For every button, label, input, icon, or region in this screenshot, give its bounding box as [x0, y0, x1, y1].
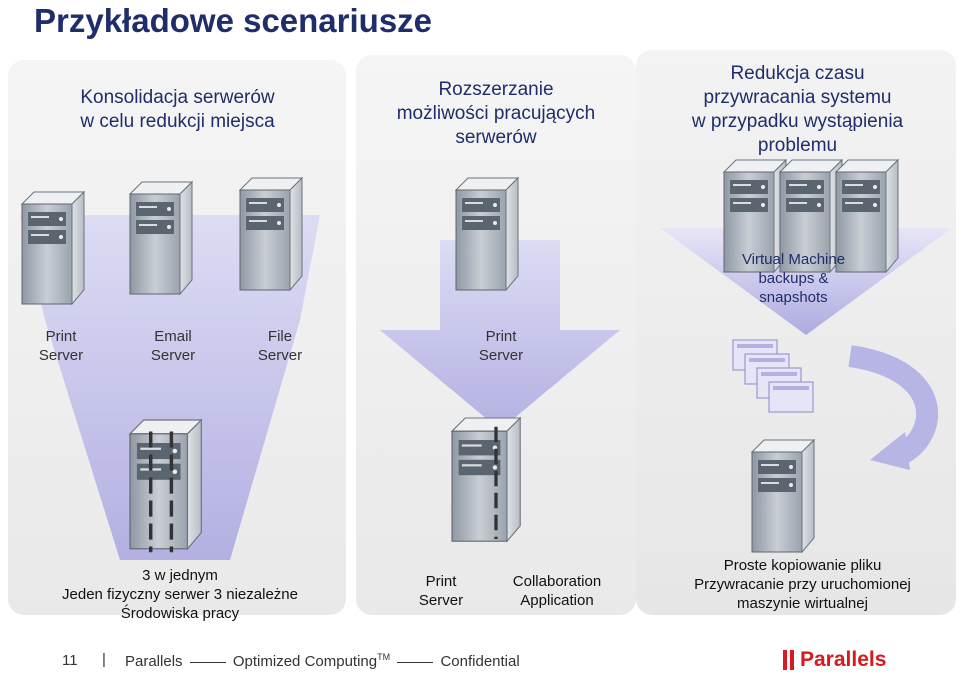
label-line: Virtual Machine — [741, 251, 846, 268]
label-line: Server — [478, 347, 524, 364]
extension-arrow — [380, 240, 620, 430]
label-line: Server — [38, 347, 84, 364]
scenario-3-caption: Proste kopiowanie pliku Przywracanie prz… — [650, 556, 955, 613]
parallels-logo: Parallels — [783, 648, 886, 672]
print-server-top-label: Print Server — [466, 327, 536, 365]
print-server-icon — [21, 191, 85, 305]
footer — [0, 636, 959, 686]
footer-product: Optimized Computing — [232, 653, 378, 670]
heading-line: serwerów — [455, 127, 537, 148]
restore-arrow-head — [870, 432, 910, 470]
caption-line: Print — [425, 573, 457, 590]
footer-separator: | — [102, 651, 106, 668]
footer-confidential-text: Parallels Optimized ComputingTM Confiden… — [125, 652, 520, 670]
caption-line: Środowiska pracy — [120, 605, 240, 622]
label-line: backups & — [758, 270, 829, 287]
email-server-icon — [129, 181, 193, 295]
heading-line: Konsolidacja serwerów — [80, 87, 275, 108]
print-server-top-icon — [455, 177, 519, 291]
label-line: File — [267, 328, 293, 345]
consolidation-funnel — [20, 215, 320, 560]
logo-wordmark: Parallels — [800, 648, 887, 671]
heading-line: problemu — [757, 135, 838, 156]
heading-line: w przypadku wystąpienia — [691, 111, 904, 132]
print-server-caption: Print Server — [405, 572, 477, 610]
caption-line: Collaboration — [512, 573, 602, 590]
page-number: 11 — [62, 652, 78, 669]
caption-line: Application — [520, 592, 594, 609]
heading-line: Redukcja czasu — [730, 63, 865, 84]
caption-line: 3 w jednym — [142, 567, 218, 584]
caption-line: Server — [418, 592, 464, 609]
caption-line: Jeden fizyczny serwer 3 niezależne — [62, 586, 298, 603]
email-server-label: Email Server — [138, 327, 208, 365]
collaboration-application-caption: Collaboration Application — [497, 572, 617, 610]
heading-line: w celu redukcji miejsca — [80, 111, 275, 132]
footer-company: Parallels — [125, 653, 183, 670]
trademark-mark: TM — [377, 652, 391, 662]
logo-bar-icon — [783, 650, 787, 670]
label-line: Print — [485, 328, 517, 345]
label-line: snapshots — [759, 289, 828, 306]
caption-line: Proste kopiowanie pliku — [723, 557, 882, 574]
label-line: Server — [150, 347, 196, 364]
scenario-1-caption: 3 w jednym Jeden fizyczny serwer 3 nieza… — [30, 566, 330, 623]
label-line: Server — [257, 347, 303, 364]
caption-line: maszynie wirtualnej — [737, 595, 868, 612]
vm-backups-label: Virtual Machine backups & snapshots — [726, 250, 861, 307]
heading-line: przywracania systemu — [703, 87, 892, 108]
print-server-label: Print Server — [26, 327, 96, 365]
restore-curve-arrow — [848, 345, 939, 465]
footer-confidential: Confidential — [440, 653, 520, 670]
page-title: Przykładowe scenariusze — [34, 2, 433, 39]
label-line: Email — [154, 328, 192, 345]
file-server-icon — [239, 177, 303, 291]
heading-line: Rozszerzanie — [438, 79, 554, 100]
restored-server-icon — [751, 439, 815, 553]
logo-bar-icon — [790, 650, 794, 670]
consolidated-server-icon — [129, 419, 202, 553]
scenario-3-heading: Redukcja czasu przywracania systemu w pr… — [655, 62, 940, 158]
caption-line: Przywracanie przy uruchomionej — [694, 576, 911, 593]
file-server-label: File Server — [245, 327, 315, 365]
scenario-2-heading: Rozszerzanie możliwości pracujących serw… — [360, 78, 632, 150]
snapshot-doc-4-icon — [768, 381, 814, 413]
label-line: Print — [45, 328, 77, 345]
extended-server-icon — [451, 417, 521, 542]
heading-line: możliwości pracujących — [396, 103, 596, 124]
scenario-1-heading: Konsolidacja serwerów w celu redukcji mi… — [40, 86, 315, 134]
